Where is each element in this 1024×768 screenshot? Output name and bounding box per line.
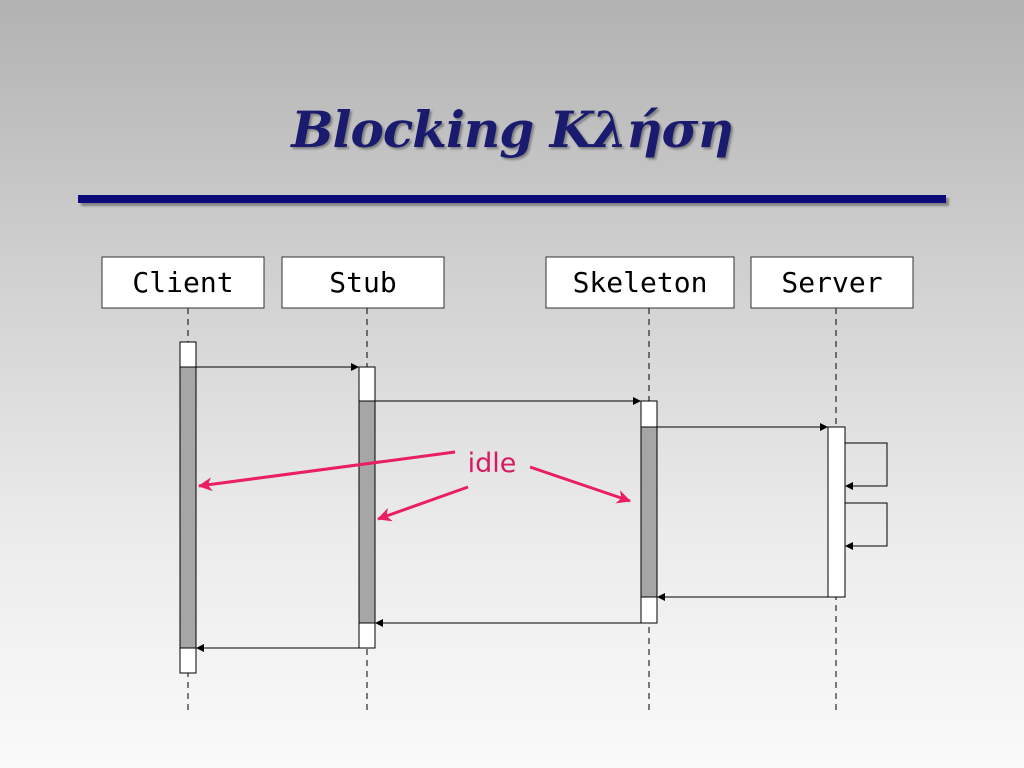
idle-arrow-client xyxy=(198,450,456,492)
stub-idle-bar xyxy=(358,400,376,624)
idle-arrow-stub xyxy=(377,485,469,522)
participant-skeleton-label: Skeleton xyxy=(573,266,708,299)
server-self-call-2 xyxy=(845,502,888,550)
participant-server: Server xyxy=(750,256,914,309)
participant-skeleton: Skeleton xyxy=(545,256,735,309)
idle-label: idle xyxy=(468,448,517,479)
server-activation xyxy=(827,426,846,598)
participant-client: Client xyxy=(101,256,265,309)
idle-arrow-skeleton xyxy=(529,465,631,504)
server-self-call-1 xyxy=(845,442,888,490)
skeleton-idle-bar xyxy=(640,426,658,598)
title-rule xyxy=(78,195,946,203)
participant-stub: Stub xyxy=(281,256,445,309)
participant-stub-label: Stub xyxy=(329,266,396,299)
participant-client-label: Client xyxy=(132,266,233,299)
client-idle-bar xyxy=(179,366,197,649)
participant-server-label: Server xyxy=(781,266,882,299)
slide-title: Blocking Κλήση xyxy=(291,100,734,159)
